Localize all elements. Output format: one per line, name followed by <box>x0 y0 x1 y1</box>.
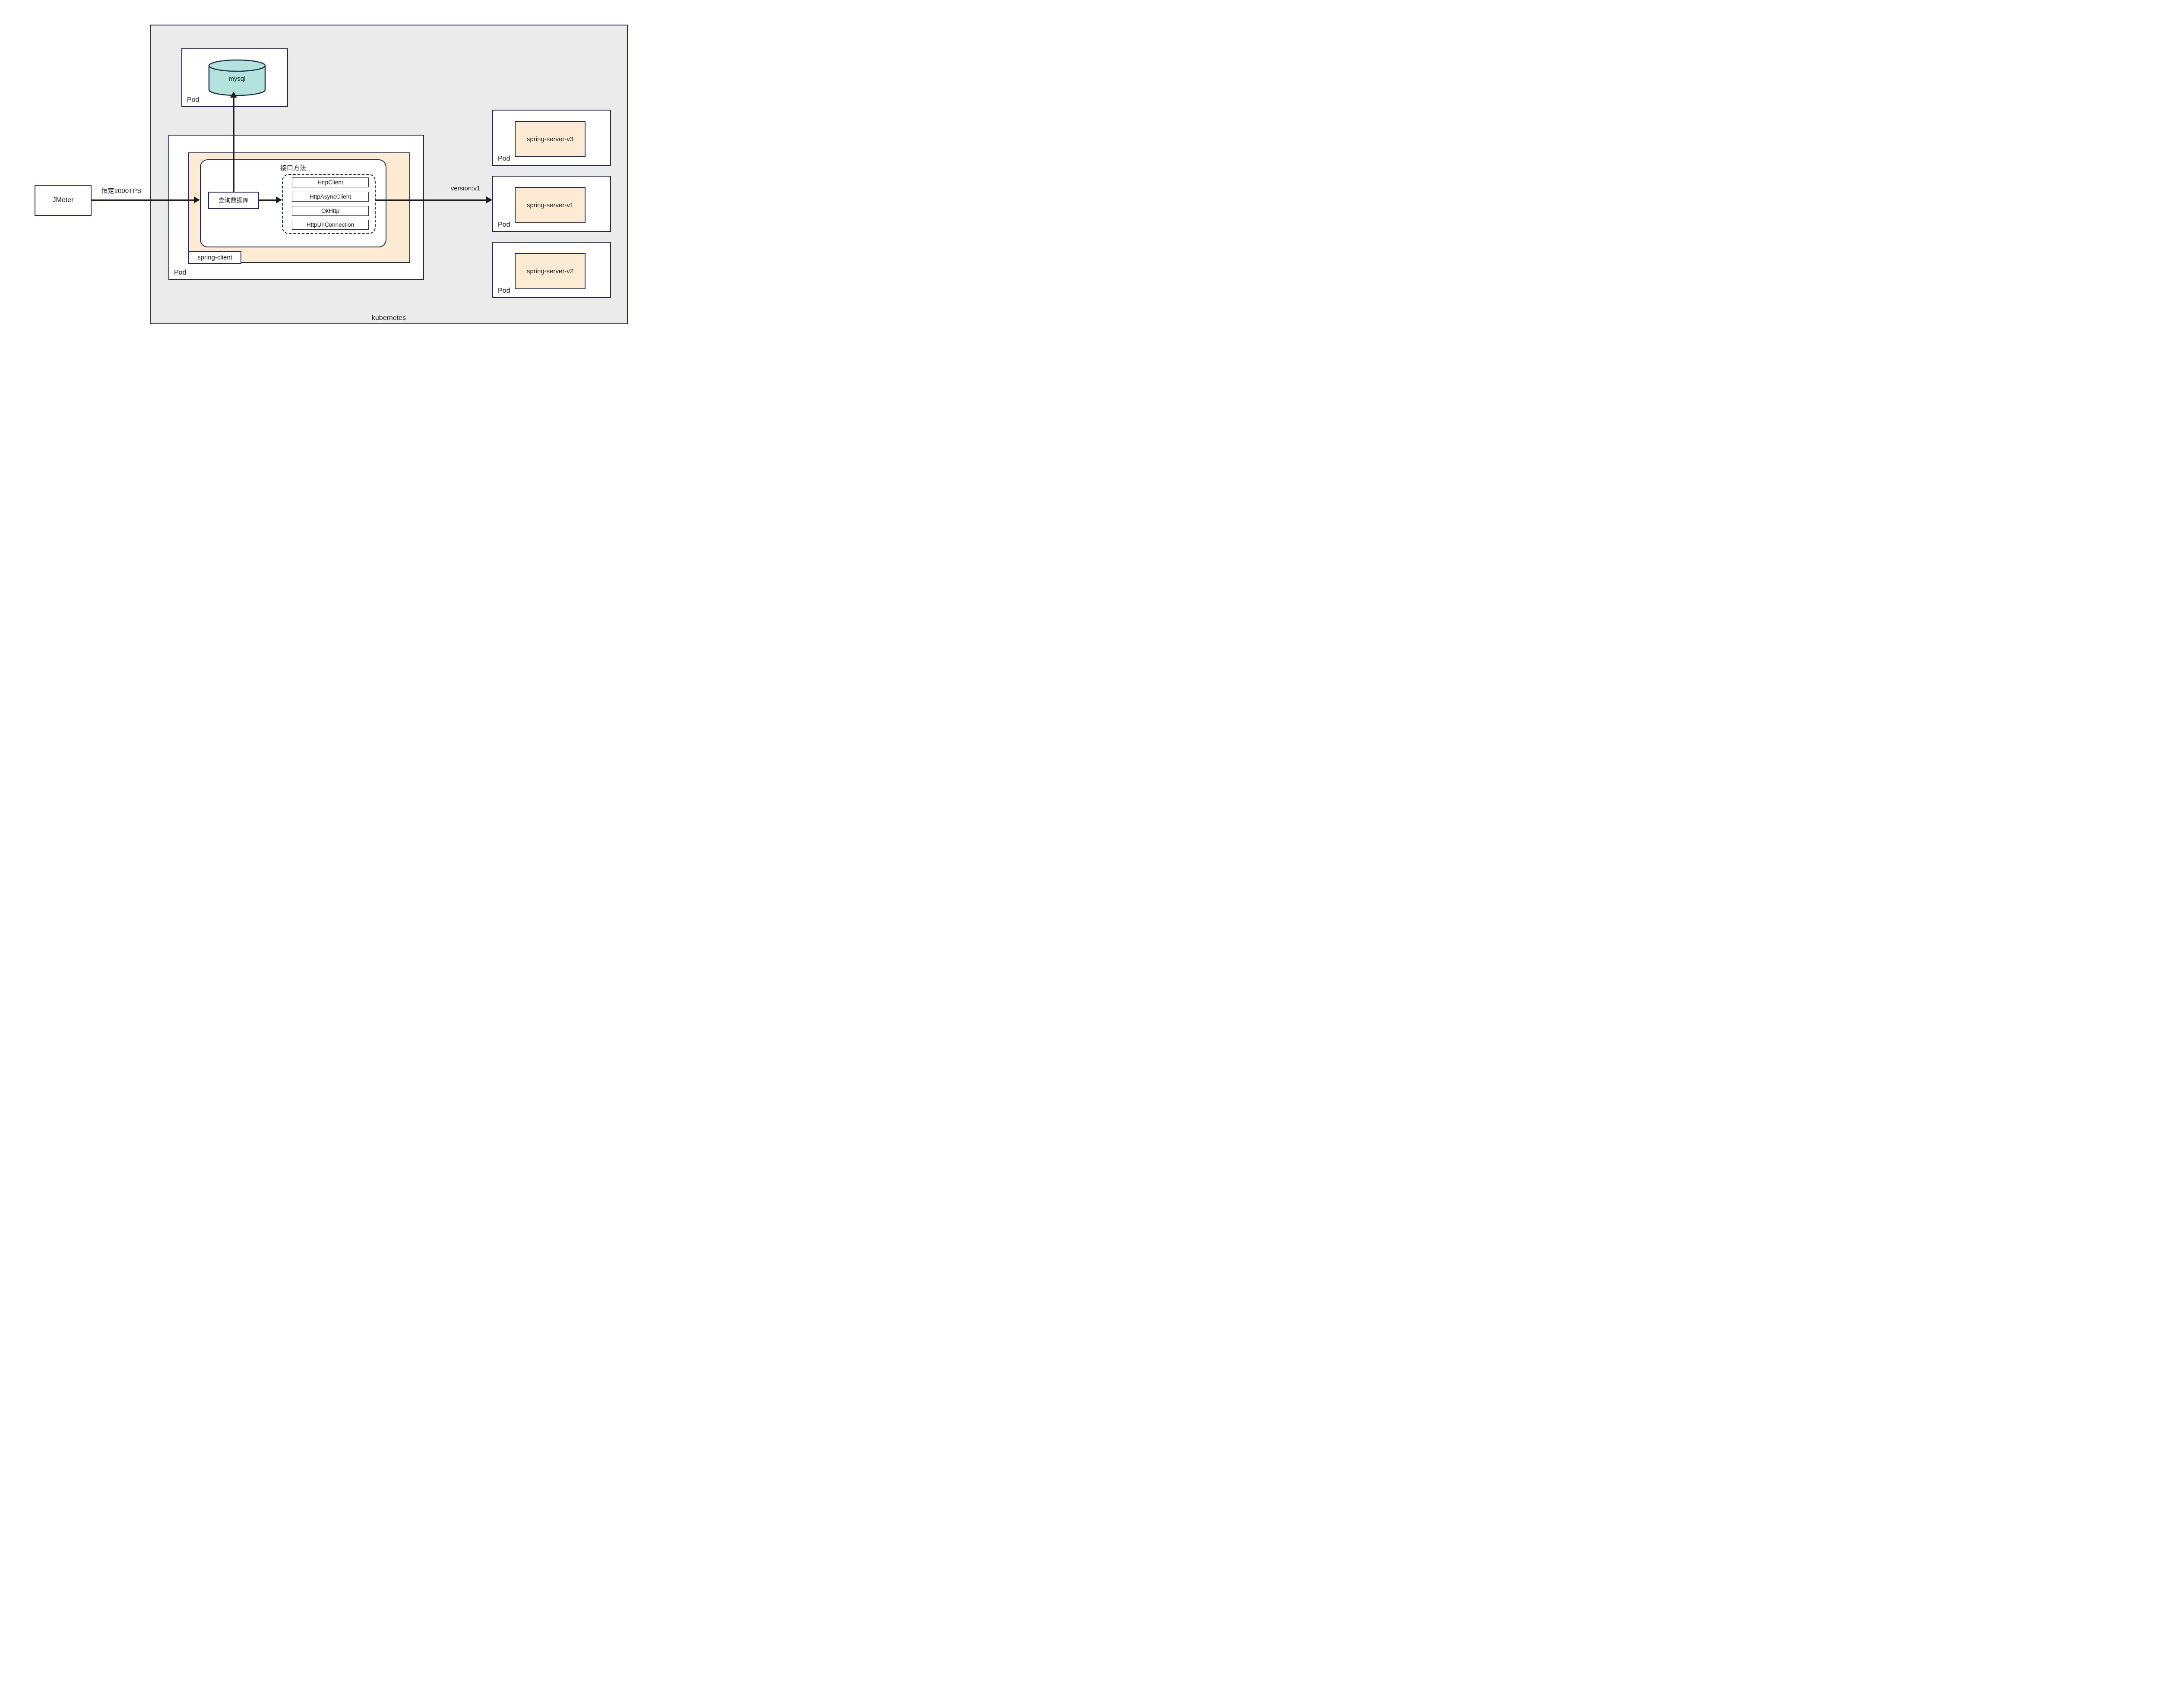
kubernetes-label: kubernetes <box>371 314 406 322</box>
http-url-connection-item: HttpUrlConnection <box>292 220 369 230</box>
client-pod-label: Pod <box>174 269 187 276</box>
spring-server-v1-pod-box: spring-server-v1 Pod <box>492 176 611 232</box>
server-v3-pod-label: Pod <box>498 155 510 162</box>
database-cylinder-icon <box>208 59 266 96</box>
server-v2-pod-label: Pod <box>498 287 510 294</box>
mysql-pod-label: Pod <box>187 96 199 104</box>
spring-server-v1-box: spring-server-v1 <box>515 187 586 223</box>
arrow-client-to-server-head <box>486 196 492 203</box>
arrow-client-to-server-line <box>376 199 487 201</box>
interface-methods-title: 接口方法 <box>280 164 306 172</box>
http-clients-group-box <box>282 174 376 234</box>
spring-server-v3-pod-box: spring-server-v3 Pod <box>492 110 611 166</box>
server-v1-pod-label: Pod <box>498 221 510 228</box>
route-arrow-label: version:v1 <box>450 185 481 192</box>
arrow-query-to-http-head <box>276 196 282 203</box>
cylinder-body <box>208 66 266 96</box>
spring-server-v2-pod-box: spring-server-v2 Pod <box>492 242 611 298</box>
mysql-label: mysql <box>228 75 246 82</box>
cylinder-top <box>208 59 266 72</box>
jmeter-box: JMeter <box>35 185 92 216</box>
arrow-query-to-mysql-head <box>230 92 237 98</box>
arrow-jmeter-to-client-head <box>194 196 200 203</box>
http-async-client-item: HttpAsyncClient <box>292 192 369 202</box>
spring-server-v2-box: spring-server-v2 <box>515 253 586 289</box>
spring-client-name-tag: spring-client <box>188 251 241 264</box>
arrow-query-to-http-line <box>259 199 276 201</box>
query-database-box: 查询数据库 <box>208 192 259 209</box>
spring-server-v3-box: spring-server-v3 <box>515 121 586 157</box>
http-client-item: HttpClient <box>292 177 369 187</box>
arrow-jmeter-to-client-line <box>92 199 194 201</box>
load-arrow-label: 恒定2000TPS <box>101 187 142 195</box>
arrow-query-to-mysql-line <box>233 98 234 192</box>
architecture-diagram: kubernetes Pod mysql Pod 接口方法 查询数据库 Http… <box>0 0 663 356</box>
okhttp-item: OkHttp <box>292 206 369 216</box>
